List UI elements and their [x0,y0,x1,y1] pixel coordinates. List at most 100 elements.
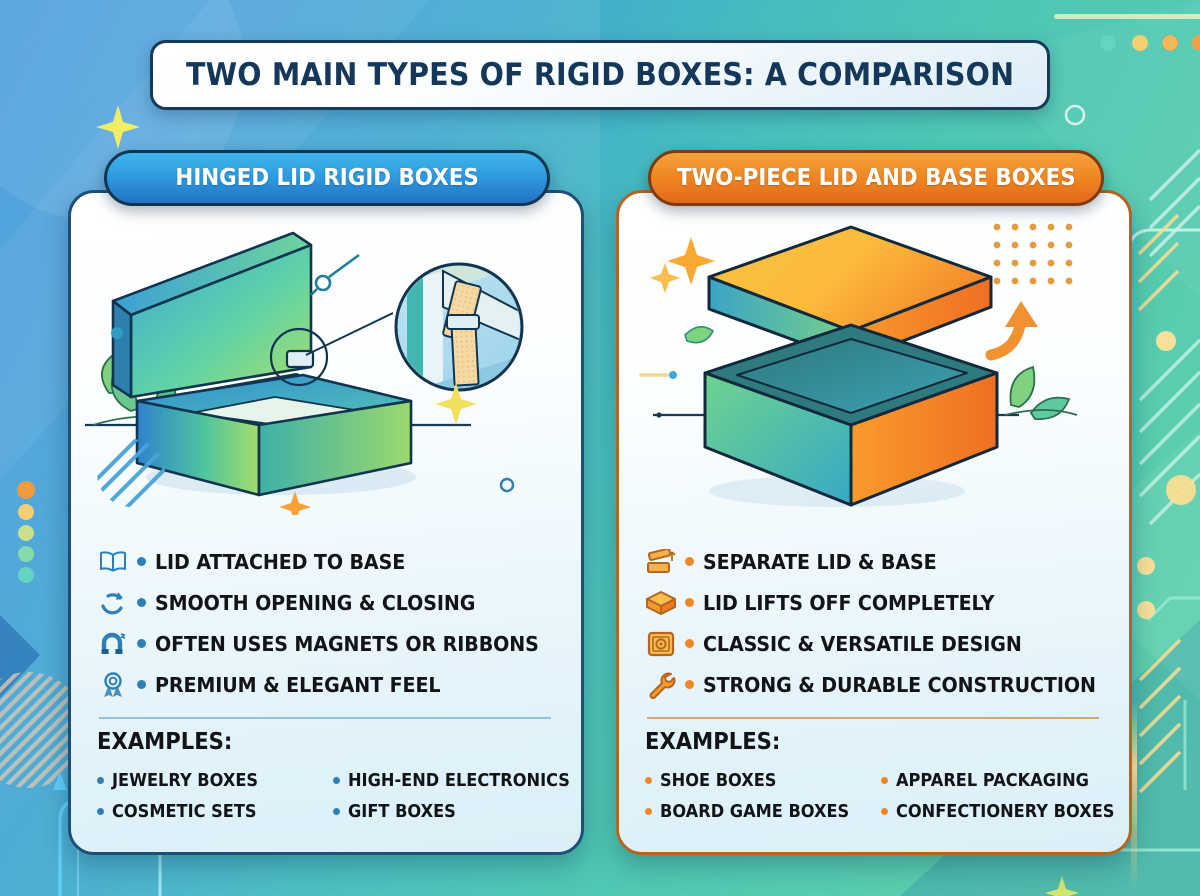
feature-list-hinged: LID ATTACHED TO BASE SMOOTH OPENING & CL… [93,541,571,705]
example-bullet [97,777,104,784]
example-bullet [645,777,652,784]
example-item: BOARD GAME BOXES [645,796,881,827]
leaf-decoration-right [1004,365,1078,421]
column-heading-label: TWO-PIECE LID AND BASE BOXES [676,165,1076,191]
feature-label: SMOOTH OPENING & CLOSING [155,590,476,615]
example-bullet [645,808,652,815]
bg-stripes-yellow-bottomright [1138,638,1182,794]
lift-arrow-icon [985,301,1038,361]
feature-item: STRONG & DURABLE CONSTRUCTION [641,664,1119,705]
feature-bullet [685,639,694,648]
example-label: COSMETIC SETS [112,801,257,822]
deco-star-yellow [435,383,477,425]
feature-item: PREMIUM & ELEGANT FEEL [93,664,571,705]
example-label: HIGH-END ELECTRONICS [348,770,570,791]
example-label: BOARD GAME BOXES [660,801,850,822]
illustration-hinged-box [71,215,581,515]
deco-dot [111,327,123,339]
feature-bullet [137,680,146,689]
feature-bullet [685,598,694,607]
box-lid-open [111,231,313,399]
example-item: COSMETIC SETS [97,796,333,827]
feature-label: LID ATTACHED TO BASE [155,549,406,574]
feature-bullet [685,680,694,689]
example-item: APPAREL PACKAGING [881,765,1115,796]
feature-item: LID LIFTS OFF COMPLETELY [641,582,1119,623]
feature-bullet [137,557,146,566]
deco-star-orange [279,491,311,515]
feature-item: SMOOTH OPENING & CLOSING [93,582,571,623]
feature-list-two-piece: SEPARATE LID & BASE LID LIFTS OFF COMPLE… [641,541,1119,705]
comparison-card-two-piece: SEPARATE LID & BASE LID LIFTS OFF COMPLE… [616,190,1132,855]
section-divider [99,717,551,719]
example-label: CONFECTIONERY BOXES [896,801,1115,822]
section-divider [647,717,1099,719]
feature-label: STRONG & DURABLE CONSTRUCTION [703,672,1096,697]
open-book-icon [93,545,133,579]
feature-label: OFTEN USES MAGNETS OR RIBBONS [155,631,539,656]
column-heading-hinged-lid: HINGED LID RIGID BOXES [104,150,550,206]
feature-item: CLASSIC & VERSATILE DESIGN [641,623,1119,664]
example-bullet [881,777,888,784]
feature-bullet [137,598,146,607]
example-bullet [333,777,340,784]
bg-dot-column-left [17,481,35,583]
safe-vault-icon [641,627,681,661]
magnet-icon [93,627,133,661]
feature-label: LID LIFTS OFF COMPLETELY [703,590,995,615]
deco-dot-grid-orange [993,223,1073,285]
example-item: HIGH-END ELECTRONICS [333,765,570,796]
example-bullet [97,808,104,815]
example-bullet [333,808,340,815]
example-item: JEWELRY BOXES [97,765,333,796]
examples-grid: SHOE BOXES APPAREL PACKAGING BOARD GAME … [645,765,1115,827]
feature-item: OFTEN USES MAGNETS OR RIBBONS [93,623,571,664]
box-base [135,373,413,497]
bg-ring-topright [1064,104,1086,126]
examples-grid: JEWELRY BOXES HIGH-END ELECTRONICS COSME… [97,765,570,827]
award-ribbon-icon [93,668,133,702]
lifting-lid-icon [641,545,681,579]
comparison-card-hinged-lid: LID ATTACHED TO BASE SMOOTH OPENING & CL… [68,190,584,855]
example-item: GIFT BOXES [333,796,567,827]
bg-glow-line-right [1131,700,1137,890]
refresh-arrow-icon [93,586,133,620]
feature-item: SEPARATE LID & BASE [641,541,1119,582]
deco-star-orange-small [650,263,680,293]
bg-star-topleft [96,105,140,149]
deco-ring [499,477,515,493]
examples-heading: EXAMPLES: [645,729,781,755]
column-heading-two-piece: TWO-PIECE LID AND BASE BOXES [648,150,1104,206]
example-bullet [881,808,888,815]
callout-focus-ring [269,327,329,387]
examples-heading: EXAMPLES: [97,729,233,755]
column-heading-label: HINGED LID RIGID BOXES [175,165,479,191]
wrench-icon [641,668,681,702]
example-label: GIFT BOXES [348,801,456,822]
deco-star-orange [667,237,715,285]
example-label: JEWELRY BOXES [112,770,259,791]
feature-label: PREMIUM & ELEGANT FEEL [155,672,441,697]
illustration-two-piece-box [619,215,1129,515]
bg-stripes-right-upper [1148,148,1200,258]
page-title: TWO MAIN TYPES OF RIGID BOXES: A COMPARI… [185,57,1015,93]
feature-label: SEPARATE LID & BASE [703,549,937,574]
leaf-small-left [684,326,715,344]
magnifier-pointer-icon [310,253,360,296]
bg-dot-row-topright [1100,35,1200,51]
example-label: APPAREL PACKAGING [896,770,1089,791]
bg-stripes-right-mid [1138,338,1200,526]
example-item: CONFECTIONERY BOXES [881,796,1115,827]
example-item: SHOE BOXES [645,765,881,796]
box-base-open [703,323,999,507]
page-title-bar: TWO MAIN TYPES OF RIGID BOXES: A COMPARI… [150,40,1050,110]
feature-bullet [685,557,694,566]
feature-bullet [137,639,146,648]
bg-arrow-up-left [53,772,67,790]
callout-magnifier-circle [394,262,524,392]
parcel-box-icon [641,586,681,620]
feature-label: CLASSIC & VERSATILE DESIGN [703,631,1022,656]
example-label: SHOE BOXES [660,770,777,791]
bg-stripes-yellow-right [1137,213,1180,312]
